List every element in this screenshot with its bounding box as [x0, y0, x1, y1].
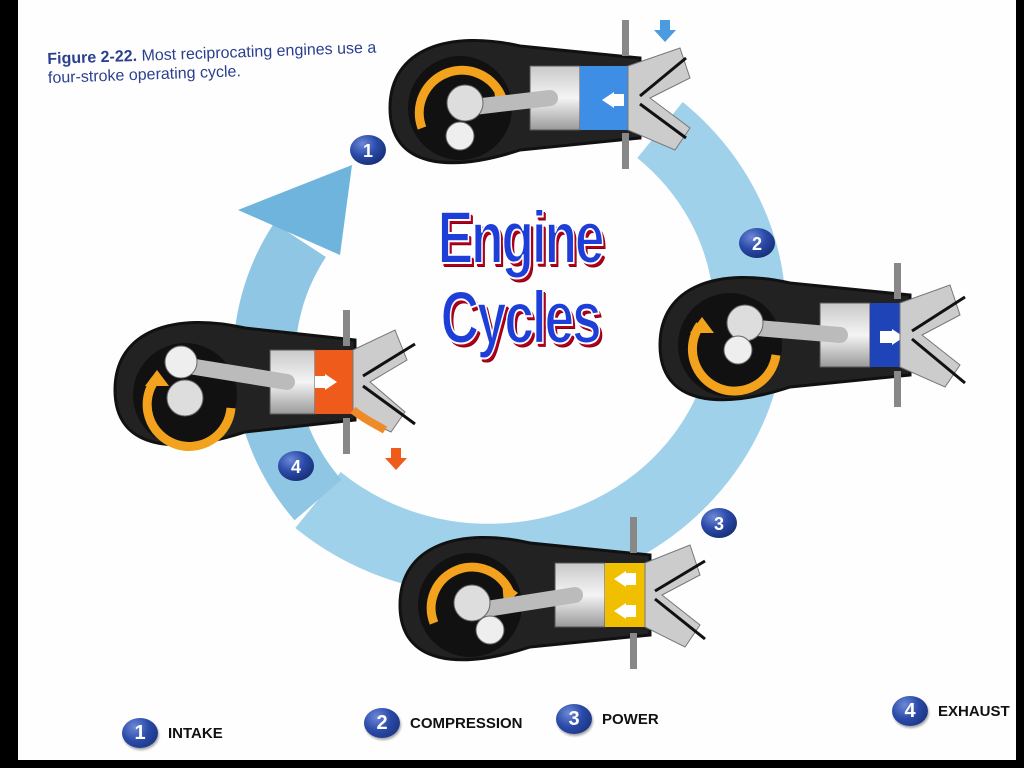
spark-plug-icon: [622, 20, 629, 56]
engine-intake: [388, 20, 691, 169]
engine-compression: [658, 263, 966, 407]
badge-4-number: 4: [291, 457, 301, 477]
diagram-title: Engine Cycles: [437, 196, 605, 359]
cycle-badges: 1 2 3 4: [278, 135, 775, 538]
legend-power-badge: 3: [556, 704, 592, 734]
legend-compression: 2 COMPRESSION: [364, 708, 523, 738]
legend-power-label: POWER: [602, 710, 659, 728]
badge-2-number: 2: [752, 234, 762, 254]
badge-1-number: 1: [363, 141, 373, 161]
legend-exhaust: 4 EXHAUST: [892, 696, 1010, 726]
legend-exhaust-label: EXHAUST: [938, 702, 1010, 720]
engine-power: [398, 517, 706, 669]
legend-intake-label: INTAKE: [168, 724, 223, 742]
legend-exhaust-badge: 4: [892, 696, 928, 726]
legend-intake: 1 INTAKE: [122, 718, 223, 748]
flow-arrow-icon: [654, 20, 676, 42]
engine-exhaust: [113, 310, 416, 470]
legend-power: 3 POWER: [556, 704, 659, 734]
badge-3-number: 3: [714, 514, 724, 534]
legend-intake-badge: 1: [122, 718, 158, 748]
legend-compression-label: COMPRESSION: [410, 714, 523, 732]
legend-compression-badge: 2: [364, 708, 400, 738]
